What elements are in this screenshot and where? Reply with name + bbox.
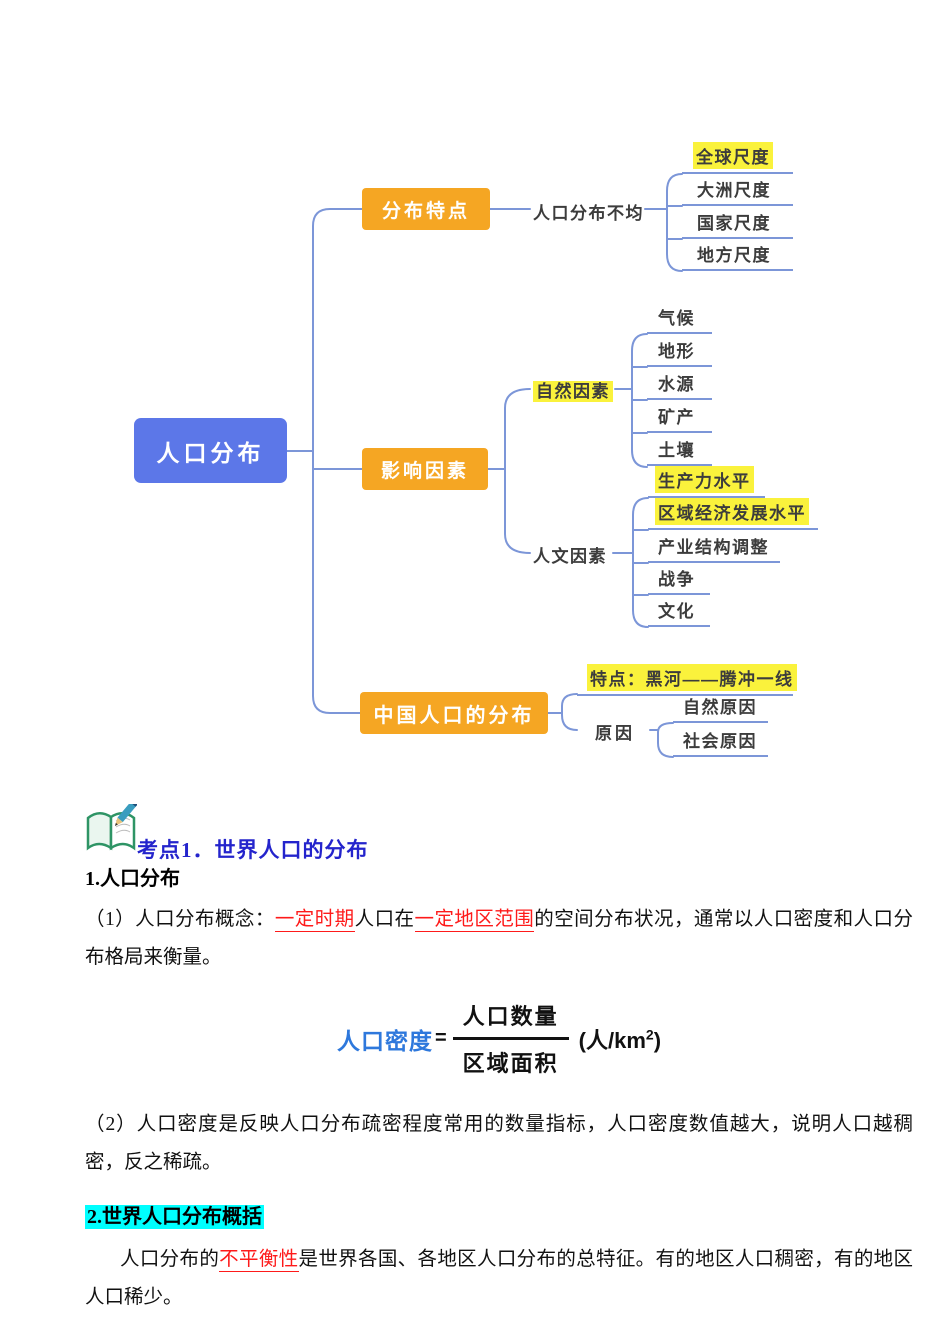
para3-text-2: 是世界各国、各地区人口分布的总特征。有的地区人口稠密，有的地区人口稀少。: [85, 1249, 913, 1308]
leaf-social-reason: 社会原因: [673, 729, 768, 757]
kaodian-heading-row: 考点1．世界人口的分布: [85, 800, 913, 862]
leaf-regional-economy: 区域经济发展水平: [648, 498, 818, 530]
leaf-local-scale: 地方尺度: [682, 243, 793, 271]
leaf-natural-reason: 自然原因: [673, 695, 768, 723]
node-natural-factors: 自然因素: [533, 377, 613, 402]
para3-text-1: 人口分布的: [120, 1249, 220, 1270]
mindmap-root: 人口分布: [134, 418, 287, 483]
formula-unit-close: ): [653, 1027, 662, 1053]
natural-factors-highlight: 自然因素: [533, 381, 613, 402]
term-fixed-region: 一定地区范围: [414, 909, 535, 932]
leaf-china-feature: 特点：黑河——腾冲一线: [577, 664, 797, 696]
subheading-population-distribution: 1.人口分布: [85, 868, 180, 890]
world-distribution-highlight: 2.世界人口分布概括: [85, 1205, 264, 1229]
term-imbalance: 不平衡性: [219, 1249, 299, 1272]
section-heading: 考点1．世界人口的分布: [137, 838, 369, 862]
branch-box-china-distribution: 中国人口的分布: [360, 692, 548, 734]
para1-text-3: 的空间分布状况，通常以人口密度和人口分布格局来衡量。: [85, 909, 913, 968]
branch-box-factors: 影响因素: [362, 448, 488, 490]
branch-box-features: 分布特点: [362, 188, 490, 230]
para1-text-1: （1）人口分布概念：: [85, 909, 275, 930]
book-pencil-icon: [86, 804, 137, 851]
density-formula: 人口密度 = 人口数量 区域面积 (人/km2): [85, 999, 913, 1078]
formula-unit-open: (人/km: [578, 1027, 646, 1053]
term-fixed-period: 一定时期: [274, 909, 355, 932]
formula-lhs: 人口密度: [336, 1027, 433, 1054]
leaf-landform: 地形: [647, 339, 712, 367]
node-uneven-distribution: 人口分布不均: [533, 204, 644, 223]
leaf-minerals: 矿产: [647, 405, 712, 433]
subheading-world-distribution: 2.世界人口分布概括: [85, 1200, 913, 1229]
formula-denominator: 区域面积: [462, 1051, 559, 1076]
formula-unit: (人/km2): [579, 1023, 661, 1055]
formula-fraction: 人口数量 区域面积: [452, 999, 569, 1078]
leaf-climate: 气候: [647, 306, 712, 334]
formula-unit-sup: 2: [645, 1026, 654, 1043]
china-feature-highlight: 特点：黑河——腾冲一线: [587, 664, 797, 691]
mindmap-connectors: [286, 173, 683, 758]
formula-equals: =: [434, 1027, 447, 1049]
leaf-war: 战争: [648, 567, 710, 595]
leaf-continent-scale: 大洲尺度: [682, 178, 793, 206]
leaf-productivity: 生产力水平: [648, 466, 765, 498]
leaf-country-scale: 国家尺度: [682, 211, 793, 239]
leaf-industrial-structure: 产业结构调整: [648, 535, 780, 563]
regional-economy-highlight: 区域经济发展水平: [655, 498, 809, 525]
document-section: 考点1．世界人口的分布 1.人口分布 （1）人口分布概念：一定时期人口在一定地区…: [85, 800, 913, 1317]
productivity-highlight: 生产力水平: [655, 466, 754, 493]
leaf-global-scale: 全球尺度: [682, 142, 793, 174]
leaf-soil: 土壤: [647, 438, 712, 466]
paragraph-imbalance: 人口分布的不平衡性是世界各国、各地区人口分布的总特征。有的地区人口稠密，有的地区…: [85, 1241, 913, 1317]
node-human-factors: 人文因素: [533, 547, 607, 566]
paragraph-concept: （1）人口分布概念：一定时期人口在一定地区范围的空间分布状况，通常以人口密度和人…: [85, 901, 913, 977]
formula-numerator: 人口数量: [452, 999, 569, 1040]
node-reason: 原因: [595, 724, 635, 743]
leaf-water: 水源: [647, 372, 712, 400]
leaf-culture: 文化: [648, 599, 710, 627]
para1-text-2: 人口在: [354, 909, 415, 930]
paragraph-density-indicator: （2）人口密度是反映人口分布疏密程度常用的数量指标，人口密度数值越大，说明人口越…: [85, 1114, 913, 1173]
global-scale-highlight: 全球尺度: [693, 142, 773, 169]
